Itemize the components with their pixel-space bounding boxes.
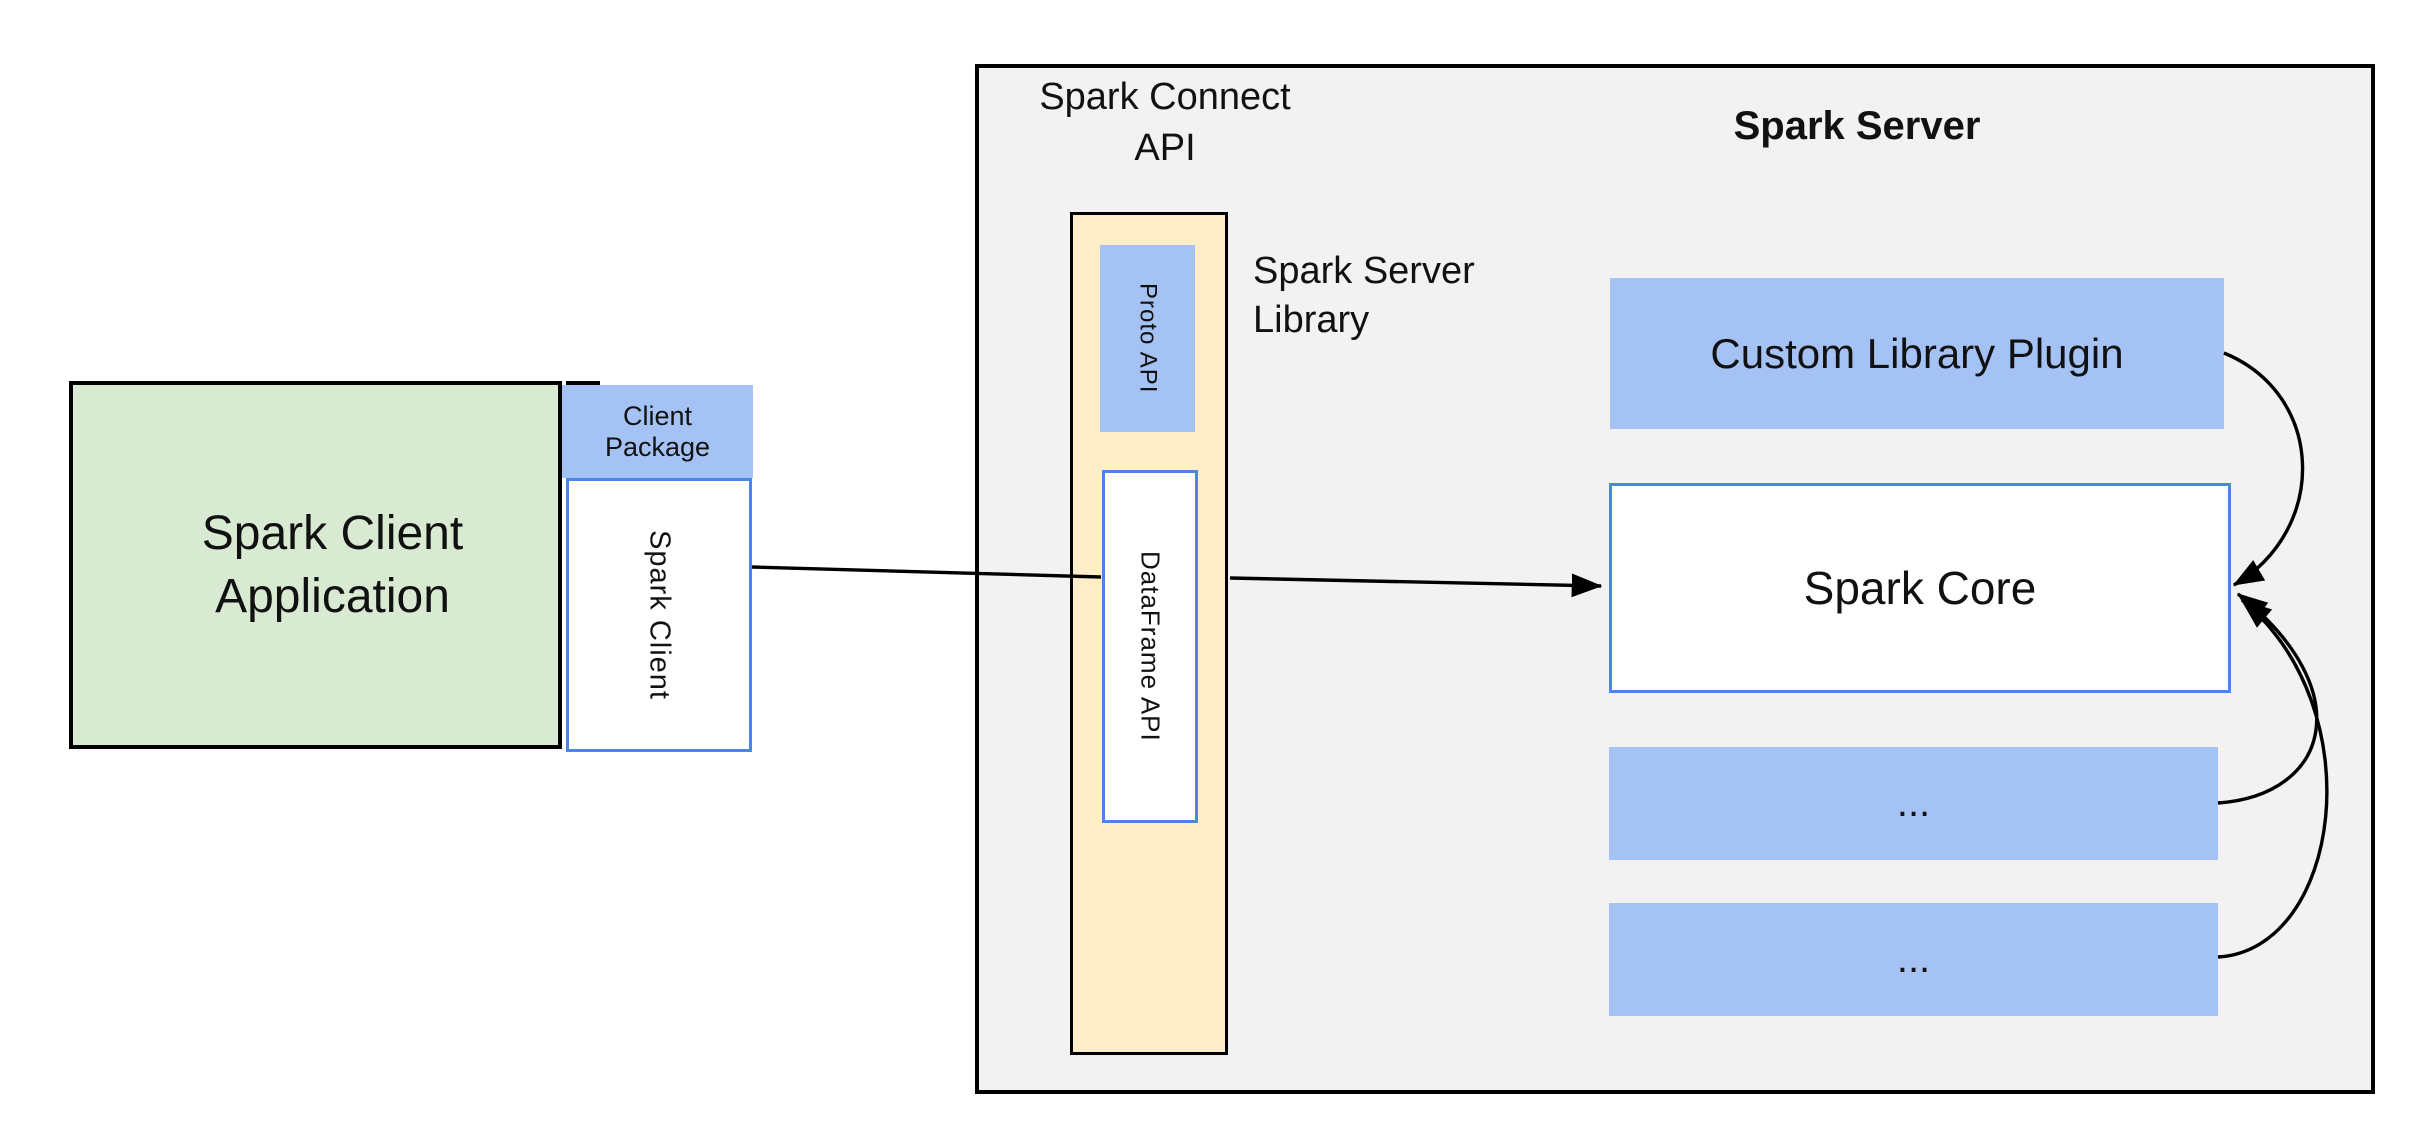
client-package-label-line2: Package xyxy=(604,431,711,462)
spark-client-box: Spark Client xyxy=(566,478,752,752)
spark-core-label: Spark Core xyxy=(1803,562,2037,614)
custom-library-plugin-box: Custom Library Plugin xyxy=(1610,278,2224,429)
proto-api-box: Proto API xyxy=(1100,245,1195,432)
spark-connect-api-label-line1: Spark Connect xyxy=(1039,76,1291,118)
plugin-slot-1-box: ... xyxy=(1609,747,2218,860)
spark-server-library-label: Spark Server Library xyxy=(1253,247,1475,345)
spark-client-label: Spark Client xyxy=(643,530,676,700)
spark-server-title: Spark Server xyxy=(1733,104,1981,148)
spark-connect-api-label: Spark Connect API xyxy=(1000,72,1330,174)
spark-server-library-label-line1: Spark Server xyxy=(1253,250,1475,292)
plugin-slot-2-box: ... xyxy=(1609,903,2218,1016)
spark-core-box: Spark Core xyxy=(1609,483,2231,693)
client-package-label-line1: Client xyxy=(622,400,693,431)
client-package-box: Client Package xyxy=(562,385,753,478)
proto-api-label: Proto API xyxy=(1134,283,1162,394)
dataframe-api-label: DataFrame API xyxy=(1135,551,1166,742)
custom-library-plugin-label: Custom Library Plugin xyxy=(1710,329,2124,377)
spark-connect-api-label-line2: API xyxy=(1134,127,1196,169)
spark-client-application-label-line2: Application xyxy=(215,570,450,623)
spark-server-library-label-line2: Library xyxy=(1253,299,1370,341)
spark-client-application-box xyxy=(69,381,562,749)
plugin-slot-1-label: ... xyxy=(1896,781,1931,825)
dataframe-api-box: DataFrame API xyxy=(1102,470,1198,823)
spark-client-application-label-line1: Spark Client xyxy=(201,507,464,560)
plugin-slot-2-label: ... xyxy=(1896,937,1931,981)
spark-client-application-label: Spark Client Application xyxy=(69,381,596,749)
